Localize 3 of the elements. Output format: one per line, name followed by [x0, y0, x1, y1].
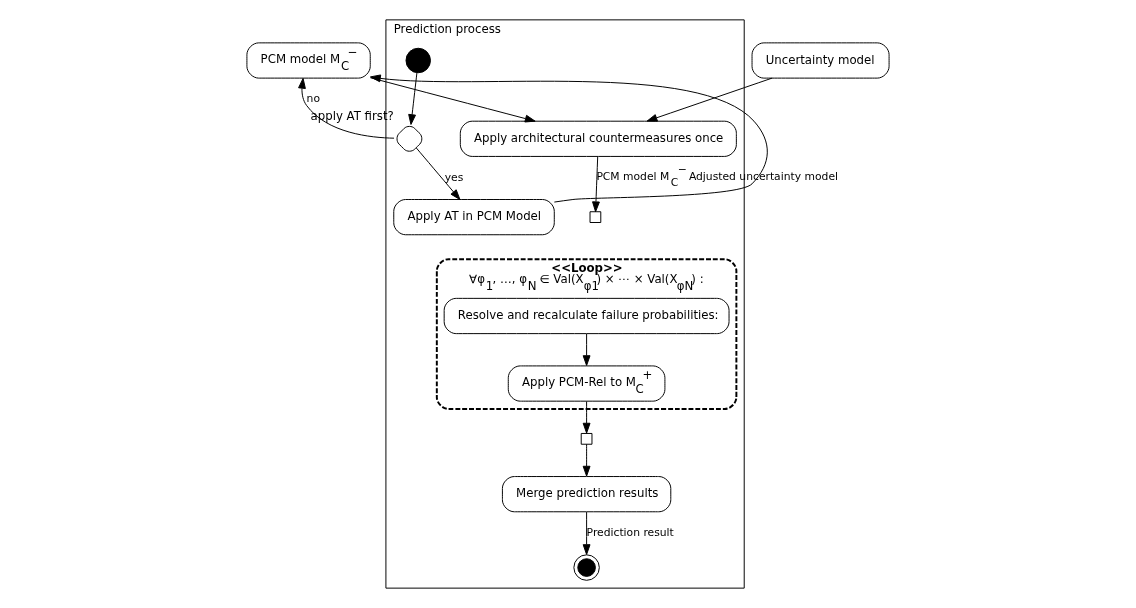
- edge-label: Prediction result: [586, 526, 674, 540]
- edge-label: no: [306, 92, 321, 106]
- edge-label: yes: [444, 170, 464, 184]
